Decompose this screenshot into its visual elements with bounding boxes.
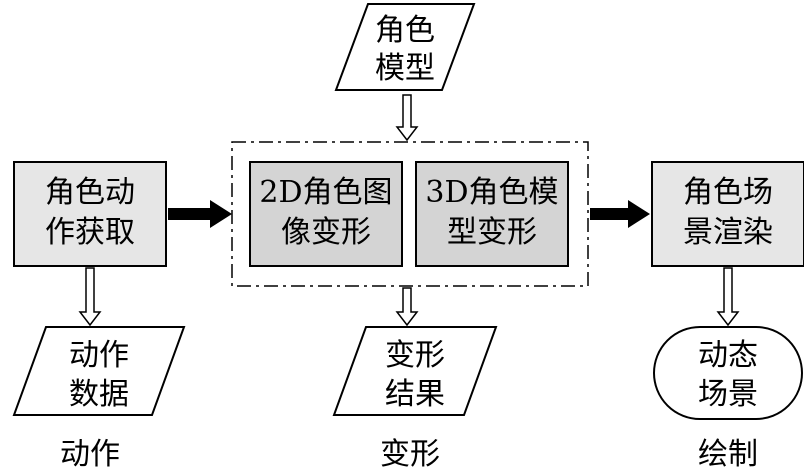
dynamic-scene-shape	[653, 326, 803, 420]
dynamic-scene-label-2: 场景	[698, 377, 758, 412]
character-model-shape	[334, 3, 476, 91]
caption-draw: 绘制	[698, 437, 758, 472]
deform-result-node: 变形 结果	[332, 326, 498, 416]
action-acquisition-label-2: 作获取	[45, 215, 135, 250]
caption-deform: 变形	[380, 437, 440, 472]
caption-action: 动作	[60, 437, 120, 472]
character-model-label-1: 角色	[375, 13, 435, 48]
arrow-deform-to-render	[590, 200, 650, 228]
action-data-label-1: 动作	[69, 338, 129, 373]
action-data-node: 动作 数据	[12, 326, 186, 416]
scene-render-label-1: 角色场	[683, 175, 773, 210]
dynamic-scene-label-1: 动态	[698, 338, 758, 373]
model-3d-deform-box	[415, 161, 569, 267]
scene-render-label-2: 景渲染	[683, 215, 773, 250]
arrow-render-to-scene	[716, 267, 740, 327]
deform-result-shape	[332, 326, 498, 416]
action-data-label-2: 数据	[69, 377, 129, 412]
image-2d-deform-label-2: 像变形	[281, 215, 371, 250]
arrow-action-to-data	[78, 267, 102, 327]
deform-result-label-1: 变形	[385, 338, 445, 373]
action-acquisition-label-1: 角色动	[45, 175, 135, 210]
model-3d-deform-label-2: 型变形	[447, 215, 537, 250]
arrow-model-to-deform	[395, 94, 419, 142]
action-acquisition-box	[13, 161, 167, 267]
image-2d-deform-box	[249, 161, 403, 267]
character-model-label-2: 模型	[375, 51, 435, 86]
model-3d-deform-label-1: 3D角色模	[425, 175, 558, 210]
scene-render-box	[651, 161, 804, 267]
character-model-node: 角色 模型	[334, 3, 476, 91]
dynamic-scene-node: 动态 场景	[653, 326, 803, 420]
arrow-action-to-deform	[168, 200, 232, 228]
image-2d-deform-node: 2D角色图 像变形	[249, 161, 403, 267]
deform-result-label-2: 结果	[385, 377, 445, 412]
arrow-deform-to-result	[395, 287, 419, 327]
model-3d-deform-node: 3D角色模 型变形	[415, 161, 569, 267]
scene-render-node: 角色场 景渲染	[651, 161, 804, 267]
action-data-shape	[12, 326, 186, 416]
image-2d-deform-label-1: 2D角色图	[259, 175, 392, 210]
action-acquisition-node: 角色动 作获取	[13, 161, 167, 267]
